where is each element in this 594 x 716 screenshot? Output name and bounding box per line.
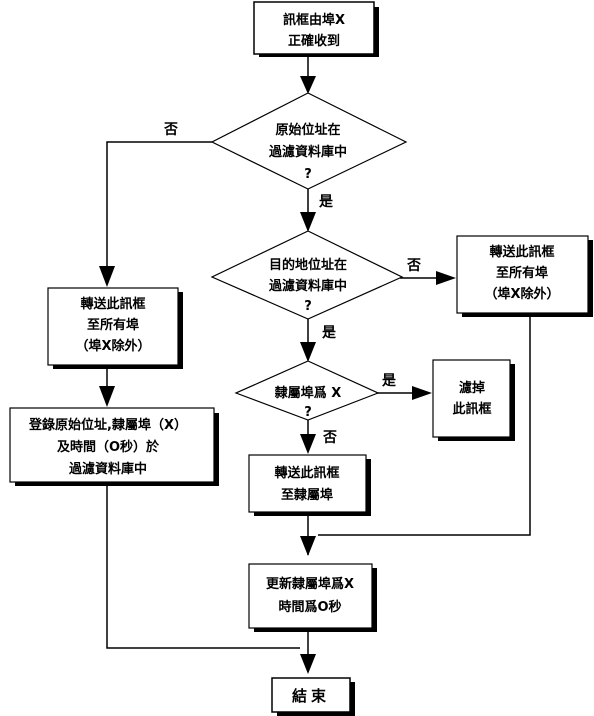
fwd-right-line-2: 至所有埠 <box>496 265 548 281</box>
register-source-box: 登錄原始位址,隸屬埠（X） 及時間（O秒）於 過濾資料庫中 <box>9 407 219 486</box>
forward-all-ports-left-box: 轉送此訊框 至所有埠 （埠X除外） <box>47 287 183 369</box>
q3-line-1: 隸屬埠爲 X <box>274 385 342 401</box>
arrowhead <box>412 386 432 400</box>
arrowheads <box>99 76 456 674</box>
decision-port-is-x: 隸屬埠爲 X ? <box>234 360 380 421</box>
update-line-1: 更新隸屬埠爲X <box>266 576 354 592</box>
fwd-left-line-1: 轉送此訊框 <box>80 296 145 312</box>
q2-yes-label: 是 <box>322 325 337 341</box>
forward-to-port-box: 轉送此訊框 至隸屬埠 <box>248 454 371 516</box>
fwd-left-line-3: （埠X除外） <box>75 338 150 354</box>
q1-line-1: 原始位址在 <box>275 122 340 138</box>
q3-line-2: ? <box>304 405 312 420</box>
filter-frame-box: 濾掉 此訊框 <box>432 359 515 441</box>
start-line-2: 正確收到 <box>288 33 340 49</box>
q2-no-label: 否 <box>406 258 421 274</box>
q2-line-3: ? <box>304 299 312 314</box>
forward-all-ports-right-box: 轉送此訊框 至所有埠 （埠X除外） <box>456 235 593 317</box>
connectors <box>106 56 531 670</box>
fwd-left-line-2: 至所有埠 <box>87 317 139 333</box>
q1-yes-label: 是 <box>319 194 334 210</box>
q1-line-3: ? <box>304 167 312 182</box>
edge-labels: 否 是 否 是 是 否 <box>163 122 421 446</box>
q2-line-1: 目的地位址在 <box>269 257 347 273</box>
end-box: 結束 <box>271 677 355 716</box>
arrowhead <box>300 342 316 362</box>
register-line-3: 過濾資料庫中 <box>68 461 147 477</box>
update-port-time-box: 更新隸屬埠爲X 時間爲O秒 <box>248 563 377 632</box>
fwd-right-line-3: （埠X除外） <box>484 286 559 302</box>
end-label: 結束 <box>292 687 330 705</box>
register-line-1: 登錄原始位址,隸屬埠（X） <box>28 417 187 433</box>
arrowhead <box>300 76 316 94</box>
edge-q1-no <box>106 141 212 280</box>
update-line-2: 時間爲O秒 <box>278 599 341 615</box>
decision-destination-in-db: 目的地位址在 過濾資料庫中 ? <box>210 230 404 320</box>
fwd-port-line-1: 轉送此訊框 <box>274 465 339 481</box>
q1-line-2: 過濾資料庫中 <box>268 144 347 160</box>
q1-no-label: 否 <box>163 122 178 138</box>
fwd-port-line-2: 至隸屬埠 <box>281 487 333 503</box>
arrowhead <box>300 654 316 674</box>
register-line-2: 及時間（O秒）於 <box>57 439 160 455</box>
decision-source-in-db: 原始位址在 過濾資料庫中 ? <box>210 92 408 190</box>
q3-no-label: 否 <box>322 430 337 446</box>
arrowhead <box>300 434 316 454</box>
filter-line-1: 濾掉 <box>459 380 485 396</box>
edge-register-end <box>106 484 300 649</box>
start-line-1: 訊框由埠X <box>283 12 345 28</box>
start-box: 訊框由埠X 正確收到 <box>253 1 379 57</box>
q3-yes-label: 是 <box>382 373 397 389</box>
fwd-right-line-1: 轉送此訊框 <box>489 244 554 260</box>
q2-line-2: 過濾資料庫中 <box>268 278 347 294</box>
arrowhead <box>99 386 115 407</box>
arrowhead <box>436 271 456 285</box>
filter-line-2: 此訊框 <box>452 401 491 417</box>
arrowhead <box>300 536 316 556</box>
arrowhead <box>300 212 316 232</box>
arrowhead <box>99 266 115 287</box>
edge-fwdall-right-merge <box>318 313 531 536</box>
